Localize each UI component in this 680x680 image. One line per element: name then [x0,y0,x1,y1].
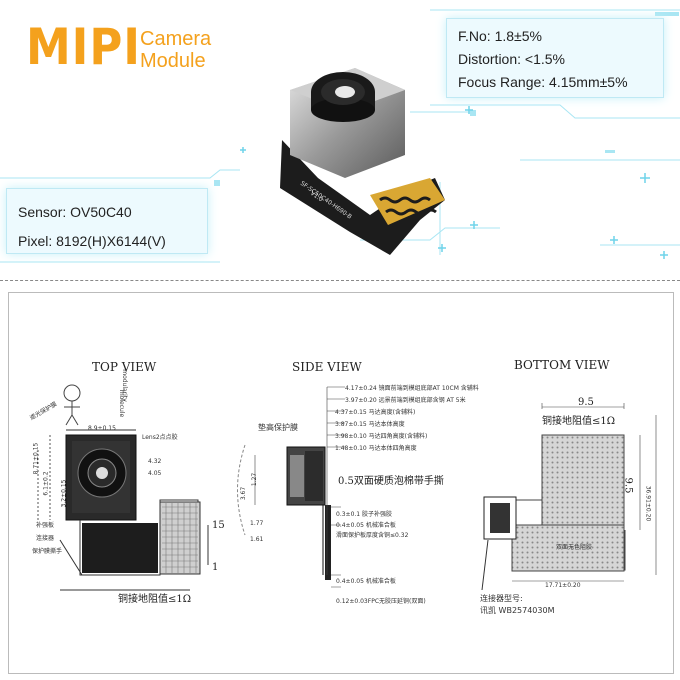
bottom-view-drawing [481,403,657,591]
spec-pixel: Pixel: 8192(H)X6144(V) [18,233,166,249]
side-dim-m: 1.61 [250,536,264,543]
drawing-frame [8,292,674,674]
bottom-dim-9-5-side: 9.5 [622,477,634,494]
bottom-dim-9-5-top: 9.5 [578,397,594,408]
dim-1: 1 [212,562,219,573]
side-dim-f: 1.48±0.10 马达本体四角高度 [335,445,417,452]
subtitle-line-2: Module [140,50,206,72]
brand-logo: MIPI [26,18,141,76]
connector-label-2: 讯凯 WB2574030M [480,606,555,615]
side-dim-k: 0.12±0.03FPC无胶压延铜(双面) [336,598,426,605]
bottom-dim-total: 36.91±0.20 [644,485,652,522]
foam-label: 0.5双面硬质泡棉带手撕 [338,476,444,487]
protect-film-label: 垫高保护膜 [258,423,298,432]
dim-width: 8.9±0.15 [88,425,116,432]
section-divider [0,280,680,281]
lens-label: Lens2点点胶 [142,434,178,441]
flex-label: 双面无色阻胶 [556,544,593,551]
dim-left-a: 8.71±0.15 [32,442,40,475]
dim-left-b: 6.1±0.2 [42,471,50,496]
camera-module-photo: SF-SC50C40-H690-B V1.0 [280,68,445,255]
side-view-drawing [237,386,345,588]
bottom-dim-width: 17.71±0.20 [545,582,581,589]
top-view-ground-label: 铜接地阻值≤1Ω [118,594,192,605]
dim-inner: 3.2±0.15 [60,479,68,508]
subtitle-line-1: Camera [140,28,212,50]
side-dim-n: 3.67 [240,486,248,501]
sticker-label-3: molecule [118,389,126,418]
spec-sensor: Sensor: OV50C40 [18,204,132,220]
bottom-ground-label: 铜接地阻值≤1Ω [542,416,616,427]
callout-1: 补强板 [36,522,55,529]
side-dim-b: 3.97±0.20 远景前端到模组底部含钢 AT 5米 [345,397,466,404]
spec-distortion: Distortion: <1.5% [458,51,565,67]
top-view-drawing [37,384,209,591]
top-view-title: TOP VIEW [92,360,157,374]
bottom-view-title: BOTTOM VIEW [514,358,610,372]
side-dim-d: 3.87±0.15 马达本体高度 [335,421,405,428]
side-dim-o: 1.27 [251,472,259,487]
callout-3: 保护膜撕手 [32,548,63,555]
side-dim-c: 4.37±0.15 马达高度(含辅料) [335,409,416,416]
spec-focus-range: Focus Range: 4.15mm±5% [458,74,628,90]
dim-15: 15 [212,520,225,531]
spec-card-top [446,18,664,98]
dim-4-05: 4.05 [148,470,162,477]
side-dim-l: 1.77 [250,520,264,527]
connector-label-1: 连接器型号: [480,594,523,603]
side-dim-g: 0.3±0.1 胶子补强胶 [336,511,393,518]
spec-card-left [6,188,208,254]
side-view-title: SIDE VIEW [292,360,362,374]
side-dim-e: 3.98±0.10 马达四角高度(含辅料) [335,433,428,440]
callout-2: 连接器 [36,535,55,542]
dim-4-32: 4.32 [148,458,162,465]
spec-fno: F.No: 1.8±5% [458,28,542,44]
side-dim-i: 滑面保护板厚度含铜≤0.32 [336,532,409,539]
side-dim-h: 0.4±0.05 机械准合板 [336,522,396,529]
side-dim-j: 0.4±0.05 机械准合板 [336,578,396,585]
side-dim-a: 4.17±0.24 镜面前端到模组底部AT 10CM 含辅料 [345,385,479,392]
